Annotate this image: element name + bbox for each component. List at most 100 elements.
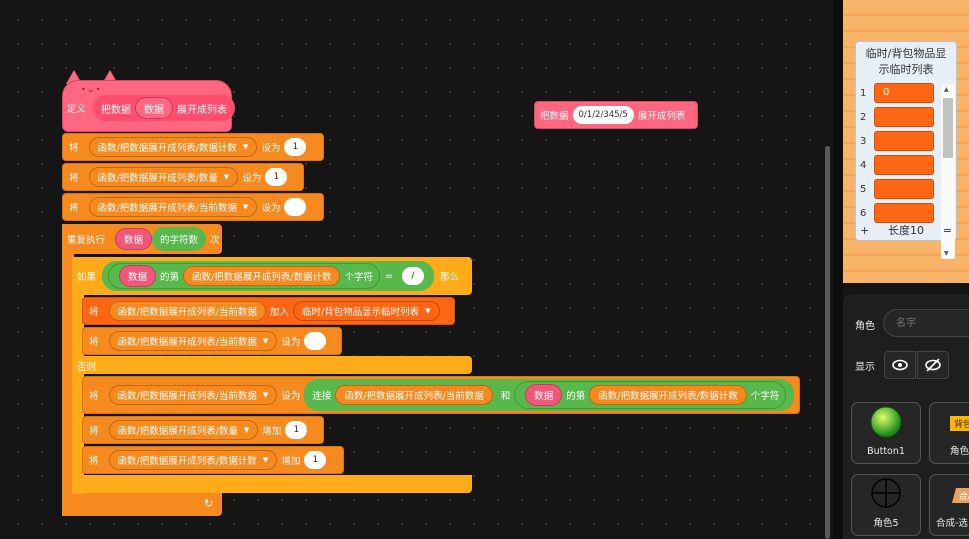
code-workspace[interactable]: • ᴗ • 定义 把数据 数据 展开成列表 将 函数/把数据展开成列表/数据计数… xyxy=(0,0,833,539)
set-count-block[interactable]: 将 函数/把数据展开成列表/数据计数▼ 设为 1 xyxy=(62,133,324,161)
param-data-reporter[interactable]: 数据 xyxy=(135,97,173,119)
var-dropdown[interactable]: 函数/把数据展开成列表/数据计数▼ xyxy=(108,450,278,470)
param-data-reporter[interactable]: 数据 xyxy=(119,265,157,287)
define-label: 定义 xyxy=(67,104,87,115)
list-index: 5 xyxy=(860,183,867,195)
add-to-list-block[interactable]: 将 函数/把数据展开成列表/当前数据 加入 临时/背包物品显示临时列表▼ xyxy=(82,297,455,325)
var-name: 函数/把数据展开成列表/数据计数 xyxy=(598,391,738,402)
set-amount-block[interactable]: 将 函数/把数据展开成列表/数量▼ 设为 1 xyxy=(62,163,304,191)
letter-of-operator[interactable]: 数据 的第 函数/把数据展开成列表/数据计数 个字符 xyxy=(108,263,380,289)
set-op: 设为 xyxy=(261,203,281,214)
list-add-button[interactable]: + xyxy=(860,223,870,237)
join-operator[interactable]: 连接 函数/把数据展开成列表/当前数据 和 数据 的第 函数/把数据展开成列表/… xyxy=(304,379,795,411)
value-input[interactable]: 1 xyxy=(284,138,307,156)
list-value[interactable] xyxy=(874,131,934,151)
loop-arrow-icon: ↻ xyxy=(204,497,214,510)
list-item[interactable]: 4 xyxy=(860,155,934,175)
show-sprite-button[interactable] xyxy=(884,351,916,379)
letter-of-operator[interactable]: 数据 的第 函数/把数据展开成列表/数据计数 个字符 xyxy=(514,381,787,409)
list-value[interactable] xyxy=(874,107,934,127)
panel-divider xyxy=(833,0,843,539)
list-length: 长度10 xyxy=(888,224,924,237)
scroll-down-icon[interactable]: ▼ xyxy=(944,250,949,257)
sprite-card-label: Button1 xyxy=(867,446,905,457)
sprite-card-merge[interactable]: 合成 合成-选 xyxy=(929,474,969,536)
cat-face-icon: • ᴗ • xyxy=(81,85,101,94)
var-reporter[interactable]: 函数/把数据展开成列表/当前数据 xyxy=(108,301,266,321)
change-count-block[interactable]: 将 函数/把数据展开成列表/数据计数▼ 增加 1 xyxy=(82,446,344,474)
list-value[interactable] xyxy=(874,179,934,199)
value-input[interactable]: 1 xyxy=(265,168,288,186)
workspace-scrollbar[interactable] xyxy=(825,146,830,539)
var-dropdown[interactable]: 函数/把数据展开成列表/数量▼ xyxy=(88,167,239,187)
hide-sprite-button[interactable] xyxy=(917,351,949,379)
equals-operator[interactable]: 数据 的第 函数/把数据展开成列表/数据计数 个字符 = / xyxy=(102,261,434,291)
proc-name: 把数据 xyxy=(101,104,131,116)
list-item[interactable]: 3 xyxy=(860,131,934,151)
sprite-card-backpack[interactable]: 背包 角色 xyxy=(929,402,969,464)
var-reporter[interactable]: 函数/把数据展开成列表/数据计数 xyxy=(589,385,747,405)
change-op: 增加 xyxy=(262,426,282,437)
sprite-name-input[interactable] xyxy=(883,309,969,337)
set-label: 将 xyxy=(89,391,99,402)
set-current-empty-block[interactable]: 将 函数/把数据展开成列表/当前数据▼ 设为 xyxy=(82,327,342,355)
call-arg-input[interactable]: 0/1/2/345/5 xyxy=(572,106,634,124)
list-name: 临时/背包物品显示临时列表 xyxy=(301,307,420,318)
change-amount-block[interactable]: 将 函数/把数据展开成列表/数量▼ 增加 1 xyxy=(82,416,324,444)
if-label: 如果 xyxy=(77,272,97,283)
list-resize-handle[interactable]: = xyxy=(942,223,952,237)
if-block-left-arm xyxy=(72,257,84,494)
var-name: 函数/把数据展开成列表/当前数据 xyxy=(97,203,237,214)
add-op: 加入 xyxy=(269,307,289,318)
value-input[interactable]: 1 xyxy=(304,451,327,469)
var-name: 函数/把数据展开成列表/当前数据 xyxy=(117,391,257,402)
if-block[interactable]: 如果 数据 的第 函数/把数据展开成列表/数据计数 个字符 = / 那么 xyxy=(72,257,472,295)
list-value[interactable] xyxy=(874,203,934,223)
param-label: 数据 xyxy=(534,391,554,402)
var-reporter[interactable]: 函数/把数据展开成列表/当前数据 xyxy=(335,385,493,405)
set-op: 设为 xyxy=(242,173,262,184)
backpack-icon: 背包 xyxy=(950,416,969,431)
var-reporter[interactable]: 函数/把数据展开成列表/数据计数 xyxy=(183,266,341,286)
compare-value-input[interactable]: / xyxy=(401,267,424,285)
join-label: 连接 xyxy=(312,391,332,402)
list-item[interactable]: 5 xyxy=(860,179,934,199)
var-dropdown[interactable]: 函数/把数据展开成列表/当前数据▼ xyxy=(108,385,278,405)
scroll-up-icon[interactable]: ▲ xyxy=(944,86,949,93)
var-dropdown[interactable]: 函数/把数据展开成列表/当前数据▼ xyxy=(108,331,278,351)
set-label: 将 xyxy=(69,143,79,154)
value-input[interactable] xyxy=(304,332,327,350)
repeat-block-bottom xyxy=(62,492,222,516)
var-name: 函数/把数据展开成列表/数据计数 xyxy=(117,456,257,467)
add-label: 将 xyxy=(89,307,99,318)
length-of-label: 的字符数 xyxy=(160,235,199,246)
param-data-reporter[interactable]: 数据 xyxy=(115,228,153,250)
var-dropdown[interactable]: 函数/把数据展开成列表/当前数据▼ xyxy=(88,197,258,217)
var-name: 函数/把数据展开成列表/数据计数 xyxy=(97,143,237,154)
sprite-card-button1[interactable]: Button1 xyxy=(851,402,921,464)
var-dropdown[interactable]: 函数/把数据展开成列表/数量▼ xyxy=(108,420,259,440)
if-block-bottom xyxy=(72,475,472,493)
list-dropdown[interactable]: 临时/背包物品显示临时列表▼ xyxy=(292,301,440,321)
sprite-card-5[interactable]: 角色5 xyxy=(851,474,921,536)
chevron-down-icon: ▼ xyxy=(223,173,230,181)
list-item[interactable]: 6 xyxy=(860,203,934,223)
list-item[interactable]: 2 xyxy=(860,107,934,127)
var-dropdown[interactable]: 函数/把数据展开成列表/数据计数▼ xyxy=(88,137,258,157)
list-value[interactable]: 0 xyxy=(874,83,934,103)
call-suffix: 展开成列表 xyxy=(637,111,686,122)
list-scrollbar[interactable]: ▲ ▼ xyxy=(941,84,955,259)
param-data-reporter[interactable]: 数据 xyxy=(525,384,563,406)
set-join-block[interactable]: 将 函数/把数据展开成列表/当前数据▼ 设为 连接 函数/把数据展开成列表/当前… xyxy=(82,376,800,414)
list-scroll-thumb[interactable] xyxy=(943,98,953,158)
define-prototype[interactable]: 把数据 数据 展开成列表 xyxy=(93,95,235,121)
set-current-block[interactable]: 将 函数/把数据展开成列表/当前数据▼ 设为 xyxy=(62,193,324,221)
value-input[interactable]: 1 xyxy=(285,421,308,439)
call-procedure-block[interactable]: 把数据 0/1/2/345/5 展开成列表 xyxy=(534,101,698,129)
value-input[interactable] xyxy=(284,198,307,216)
repeat-block[interactable]: 重复执行 数据 的字符数 次 xyxy=(62,224,222,254)
list-value[interactable] xyxy=(874,155,934,175)
length-of-reporter[interactable]: 的字符数 xyxy=(152,227,207,251)
